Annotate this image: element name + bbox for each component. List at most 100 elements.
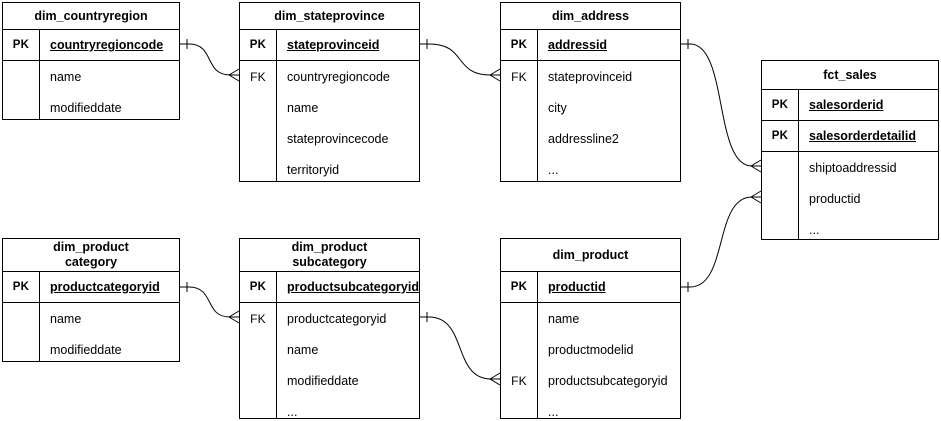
- foreign-key-label: FK: [250, 69, 266, 84]
- attribute-row[interactable]: FK countryregioncode: [240, 61, 419, 92]
- attribute-row[interactable]: name: [3, 303, 179, 334]
- attribute-row[interactable]: PK stateprovinceid: [240, 30, 419, 61]
- primary-key-label: PK: [12, 281, 30, 293]
- attribute-name: stateprovincecode: [287, 131, 389, 146]
- relationship-rel-product-sales[interactable]: [681, 190, 762, 292]
- attribute-name: productid: [548, 280, 606, 294]
- relationship-line: [689, 196, 753, 288]
- entity-body-dim_productcategory: PK productcategoryid name modifieddate: [3, 272, 179, 361]
- cardinality-many-foot: [750, 159, 762, 167]
- attribute-name: stateprovinceid: [287, 38, 380, 52]
- foreign-key-label: FK: [511, 373, 527, 388]
- relationship-rel-stateprovince-address[interactable]: [420, 39, 501, 82]
- attribute-row[interactable]: ...: [501, 396, 680, 421]
- attribute-name: modifieddate: [50, 342, 122, 357]
- primary-key-label: PK: [249, 39, 267, 51]
- attribute-row[interactable]: modifieddate: [3, 334, 179, 365]
- primary-key-label: PK: [510, 281, 528, 293]
- attribute-row[interactable]: PK productid: [501, 272, 680, 303]
- cardinality-many-foot: [228, 74, 240, 82]
- attribute-name: productsubcategoryid: [548, 373, 668, 388]
- cardinality-many-foot: [489, 74, 501, 82]
- attribute-name: productcategoryid: [287, 311, 387, 326]
- entity-title-dim_address: dim_address: [501, 3, 680, 30]
- entity-title-line: dim_address: [551, 8, 630, 23]
- attribute-name: modifieddate: [287, 373, 359, 388]
- attribute-row[interactable]: city: [501, 92, 680, 123]
- relationship-rel-productcategory-subcategory[interactable]: [180, 282, 240, 324]
- attribute-name: addressid: [548, 38, 608, 52]
- primary-key-label: PK: [771, 130, 789, 142]
- attribute-name: name: [548, 311, 580, 326]
- attribute-row[interactable]: stateprovincecode: [240, 123, 419, 154]
- entity-title-line: dim_product: [291, 240, 368, 254]
- entity-title-line: dim_product: [552, 247, 629, 262]
- attribute-row[interactable]: name: [3, 61, 179, 92]
- attribute-name: countryregioncode: [287, 69, 390, 84]
- attribute-row[interactable]: name: [240, 334, 419, 365]
- relationship-rel-subcategory-product[interactable]: [420, 312, 501, 386]
- cardinality-many-foot: [489, 372, 501, 380]
- attribute-row[interactable]: shiptoaddressid: [762, 152, 938, 183]
- attribute-row[interactable]: name: [240, 92, 419, 123]
- attribute-row[interactable]: PK productcategoryid: [3, 272, 179, 303]
- attribute-name: name: [50, 311, 82, 326]
- cardinality-many-foot: [228, 310, 240, 318]
- attribute-name: productcategoryid: [50, 280, 160, 294]
- attribute-name: ...: [287, 404, 298, 419]
- cardinality-many-foot: [750, 196, 762, 204]
- foreign-key-label: FK: [511, 69, 527, 84]
- attribute-row[interactable]: territoryid: [240, 154, 419, 185]
- attribute-name: ...: [809, 222, 820, 237]
- attribute-row[interactable]: addressline2: [501, 123, 680, 154]
- attribute-row[interactable]: ...: [501, 154, 680, 185]
- relationship-line: [689, 43, 753, 167]
- cardinality-many-foot: [750, 165, 762, 173]
- attribute-row[interactable]: modifieddate: [240, 365, 419, 396]
- attribute-row[interactable]: productid: [762, 183, 938, 214]
- attribute-row[interactable]: FK productsubcategoryid: [501, 365, 680, 396]
- relationship-rel-countryregion-stateprovince[interactable]: [180, 39, 240, 82]
- relationship-rel-address-sales[interactable]: [681, 39, 762, 173]
- relationship-line: [428, 316, 492, 380]
- entity-title-fct_sales: fct_sales: [762, 61, 938, 90]
- entity-title-dim_stateprovince: dim_stateprovince: [240, 3, 419, 30]
- cardinality-many-foot: [228, 316, 240, 324]
- primary-key-label: PK: [12, 39, 30, 51]
- entity-title-line: dim_countryregion: [34, 8, 148, 23]
- attribute-row[interactable]: productmodelid: [501, 334, 680, 365]
- attribute-name: productid: [809, 191, 861, 206]
- cardinality-many-foot: [489, 68, 501, 76]
- entity-title-line: subcategory: [292, 255, 367, 269]
- attribute-row[interactable]: modifieddate: [3, 92, 179, 123]
- attribute-row[interactable]: name: [501, 303, 680, 334]
- attribute-row[interactable]: ...: [240, 396, 419, 421]
- attribute-name: city: [548, 100, 567, 115]
- attribute-row[interactable]: ...: [762, 214, 938, 245]
- attribute-name: shiptoaddressid: [809, 160, 897, 175]
- attribute-name: productmodelid: [548, 342, 634, 357]
- attribute-name: salesorderid: [809, 98, 884, 112]
- entity-title-line: dim_product: [53, 240, 129, 254]
